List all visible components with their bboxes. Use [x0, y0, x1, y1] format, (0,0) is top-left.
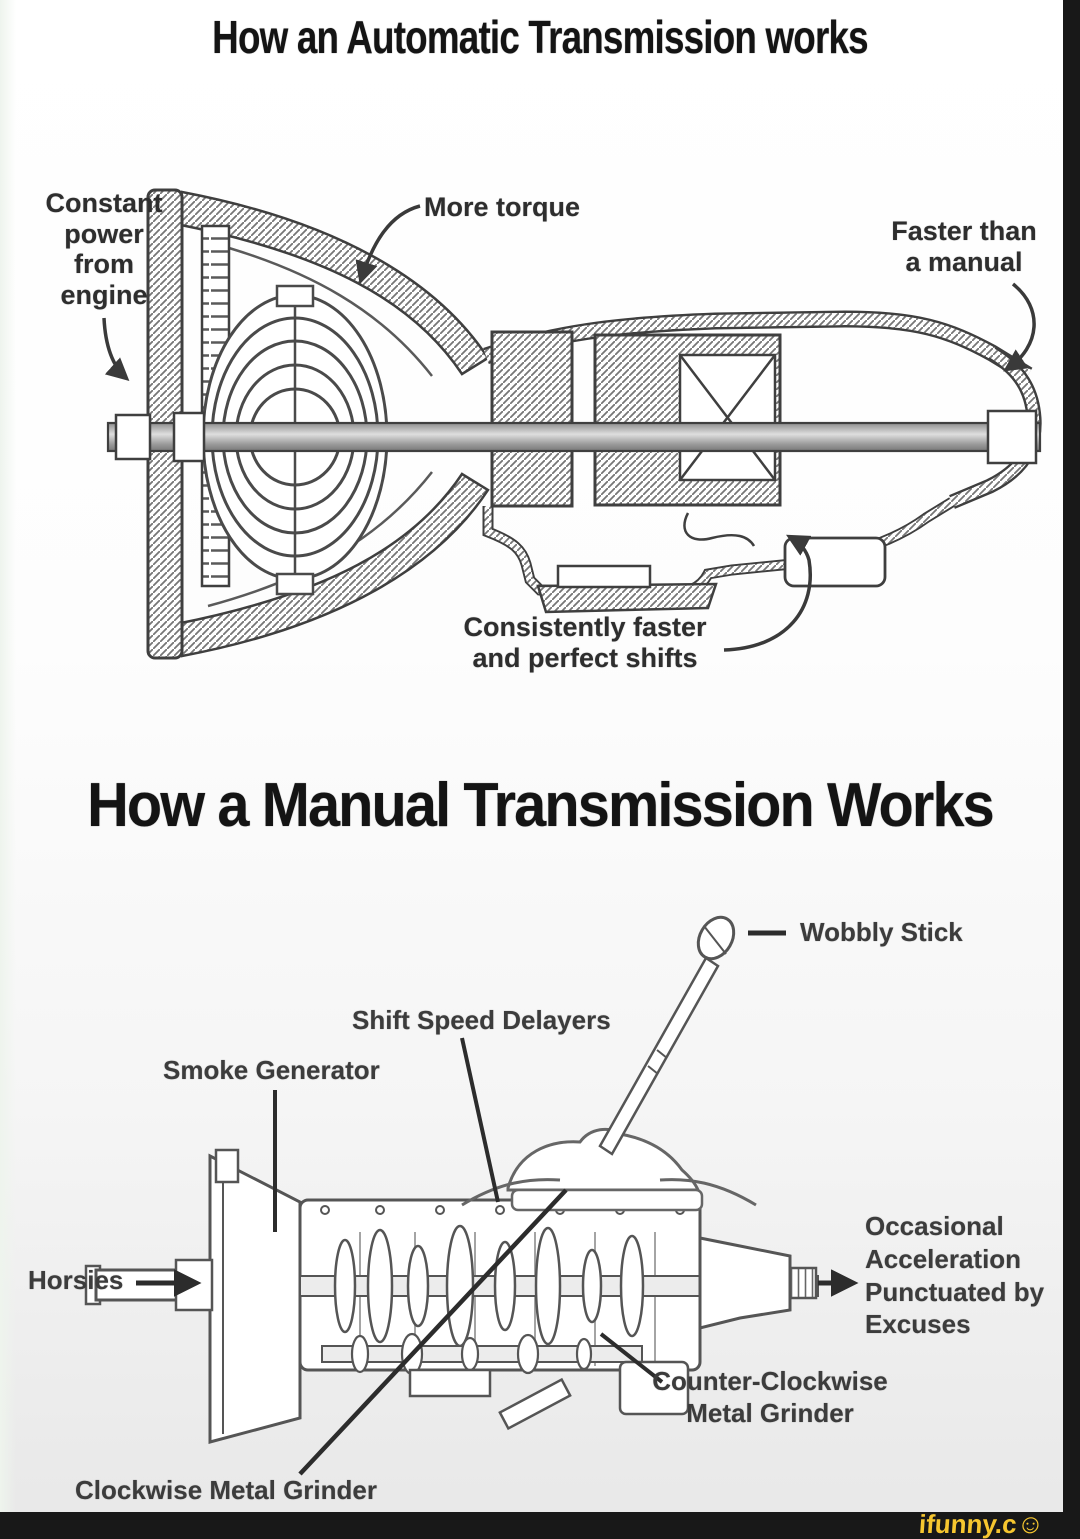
shifter-knob	[696, 915, 736, 961]
label-line: Excuses	[865, 1309, 971, 1340]
watermark-text: ifunny.c	[917, 1509, 1018, 1539]
label-wobbly-stick: Wobbly Stick	[800, 917, 963, 947]
automatic-transmission-drawing	[102, 188, 1042, 660]
smiley-icon: ☺	[1015, 1509, 1046, 1539]
label-line: Punctuated by	[865, 1276, 1045, 1307]
ifunny-watermark: ifunny.c☺	[918, 1509, 1045, 1539]
label-line: Faster than	[891, 216, 1037, 246]
manual-title: How a Manual Transmission Works	[87, 771, 995, 840]
label-shift-speed-delayers: Shift Speed Delayers	[352, 1005, 611, 1035]
footer-bar: ifunny.c☺	[0, 1509, 1080, 1539]
automatic-title: How an Automatic Transmission works	[212, 11, 868, 63]
gear-shifter	[461, 915, 757, 1212]
label-smoke-generator: Smoke Generator	[163, 1055, 380, 1085]
clutch-pack	[490, 330, 782, 508]
label-line: and perfect shifts	[472, 642, 698, 673]
label-line: a manual	[905, 246, 1023, 277]
manual-output-shaft	[698, 1236, 818, 1330]
right-frame-bar	[1063, 0, 1080, 1539]
gear-cluster	[299, 1224, 819, 1431]
label-occasional-acceleration: Occasional Acceleration Punctuated by Ex…	[865, 1210, 1044, 1341]
label-line: Counter-Clockwise	[652, 1366, 888, 1396]
label-line: Occasional	[865, 1211, 1004, 1241]
label-clockwise-grinder: Clockwise Metal Grinder	[75, 1475, 377, 1505]
label-line: from	[74, 249, 134, 279]
input-output-shaft	[106, 409, 1042, 465]
manual-leader-lines	[136, 930, 859, 1476]
bell-flange	[208, 1148, 302, 1444]
label-more-torque: More torque	[424, 192, 581, 222]
label-line: Metal Grinder	[686, 1397, 854, 1428]
manual-transmission-drawing	[84, 915, 859, 1476]
oil-pan	[482, 497, 955, 614]
label-line: Consistently faster	[463, 612, 707, 642]
label-consistently-faster: Consistently faster and perfect shifts	[452, 612, 718, 673]
left-edge-tint	[0, 0, 16, 1539]
label-line: engine	[60, 279, 148, 310]
label-line: Constant	[45, 188, 163, 218]
label-constant-power: Constant power from engine	[28, 188, 180, 310]
label-counter-clockwise-grinder: Counter-Clockwise Metal Grinder	[640, 1366, 900, 1429]
label-faster-than-manual: Faster than a manual	[878, 216, 1050, 277]
label-line: Acceleration	[865, 1243, 1022, 1274]
label-line: power	[64, 218, 144, 249]
leader-lines	[102, 204, 1036, 652]
label-horsies: Horsies	[28, 1265, 124, 1295]
